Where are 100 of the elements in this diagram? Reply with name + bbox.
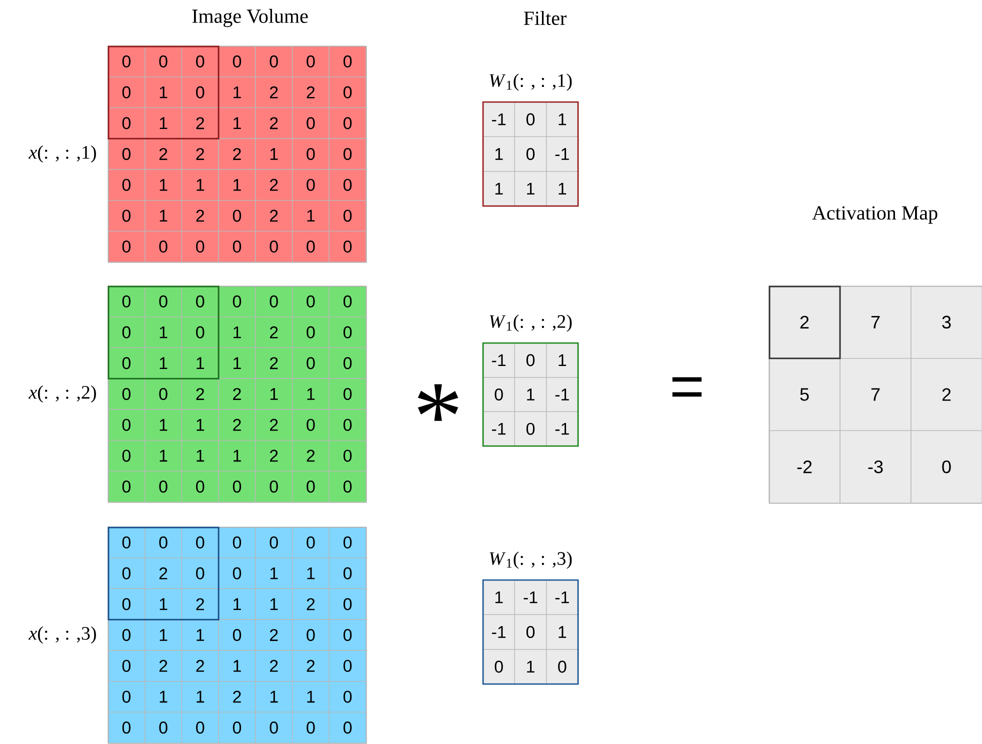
matrix-cell: 1 [514,377,547,412]
matrix-cell: 0 [292,169,330,201]
matrix-cell: -1 [482,614,515,650]
matrix-cell: -1 [546,580,578,615]
matrix-cell: 0 [181,230,219,262]
matrix-cell: 0 [255,230,293,262]
matrix-cell: 0 [144,286,182,318]
matrix-cell: 0 [218,470,256,502]
matrix-cell: 0 [292,347,330,379]
matrix-cell: 0 [328,169,366,201]
matrix-cell: 1 [255,681,293,712]
matrix-cell: 0 [108,440,146,472]
matrix-cell: 0 [292,619,330,651]
matrix-cell: 0 [108,526,146,558]
matrix-cell: 0 [108,230,146,262]
matrix-cell: 0 [218,230,256,262]
matrix-cell: 1 [181,440,219,472]
heading: Filter [524,10,566,26]
matrix-cell: 0 [255,470,293,502]
matrix-cell: -1 [546,136,578,172]
matrix-cell: 0 [108,558,146,590]
matrix-cell: -1 [546,411,578,446]
matrix-cell: 2 [292,650,330,682]
matrix-cell: 2 [255,650,293,682]
matrix-cell: 0 [514,411,547,446]
matrix-cell: 1 [144,681,182,712]
matrix-cell: 0 [181,46,219,78]
matrix-cell: 0 [514,614,547,650]
matrix-cell: 1 [292,681,330,712]
matrix-cell: 2 [181,200,219,232]
matrix-cell: 0 [108,712,146,744]
matrix-cell: 1 [255,558,293,590]
matrix-cell: -1 [514,580,547,615]
matrix-cell: 2 [255,347,293,379]
matrix-cell: 2 [181,650,219,682]
matrix-cell: 0 [292,286,330,318]
matrix-cell: 0 [181,470,219,502]
matrix-cell: 0 [328,588,366,620]
matrix-cell: 0 [218,526,256,558]
matrix-cell: 2 [255,169,293,201]
matrix-cell: 1 [292,378,330,410]
matrix-cell: 2 [144,558,182,590]
matrix-label: x(: , : ,3) [28,626,96,644]
matrix-cell: 0 [292,230,330,262]
matrix-cell: 0 [328,619,366,651]
matrix-cell: 1 [181,681,219,712]
matrix-cell: 1 [292,200,330,232]
matrix-cell: 0 [108,46,146,78]
matrix-cell: 1 [181,619,219,651]
matrix-cell: 0 [218,619,256,651]
matrix-cell: 2 [181,588,219,620]
matrix-cell: 7 [840,286,912,359]
matrix-cell: 1 [255,378,293,410]
matrix-cell: 1 [218,169,256,201]
matrix-cell: 1 [144,200,182,232]
matrix-cell: 0 [108,409,146,441]
matrix-cell: 1 [144,169,182,201]
matrix-cell: 0 [292,526,330,558]
matrix-cell: 1 [144,440,182,472]
matrix-cell: 1 [546,171,578,206]
matrix-cell: 1 [255,588,293,620]
matrix-cell: 1 [546,614,578,650]
matrix-cell: 0 [328,440,366,472]
matrix-cell: 2 [144,650,182,682]
matrix-cell: 2 [255,619,293,651]
matrix-cell: 0 [482,377,515,412]
matrix-cell: 0 [328,681,366,712]
matrix-cell: 1 [218,76,256,108]
matrix-cell: 0 [108,650,146,682]
matrix-cell: 0 [108,76,146,108]
matrix-cell: -2 [768,430,840,504]
matrix-cell: 0 [144,526,182,558]
matrix-cell: 0 [328,76,366,108]
matrix-cell: 1 [255,138,293,170]
matrix-cell: 0 [181,712,219,744]
matrix-label: x(: , : ,1) [28,145,96,163]
matrix-cell: 0 [108,681,146,712]
matrix-cell: 0 [514,102,547,137]
matrix-cell: 0 [328,558,366,590]
matrix-cell: 2 [768,286,840,359]
matrix-cell: 0 [108,138,146,170]
matrix-cell: 0 [108,619,146,651]
matrix-cell: 1 [514,171,547,206]
matrix-cell: -3 [840,430,912,504]
matrix-cell: 0 [328,712,366,744]
matrix-cell: 3 [910,286,982,359]
matrix-cell: 0 [292,46,330,78]
matrix-cell: 0 [546,649,578,684]
matrix-cell: 2 [255,316,293,348]
matrix-cell: 1 [482,136,515,172]
matrix-cell: 7 [840,358,912,431]
matrix-cell: 0 [144,378,182,410]
matrix-cell: 0 [514,136,547,172]
matrix-cell: 1 [218,316,256,348]
matrix-cell: 0 [328,200,366,232]
matrix-cell: 2 [255,409,293,441]
matrix-cell: 0 [328,526,366,558]
matrix-cell: 2 [255,76,293,108]
matrix-cell: 2 [255,440,293,472]
matrix-cell: 1 [546,102,578,137]
